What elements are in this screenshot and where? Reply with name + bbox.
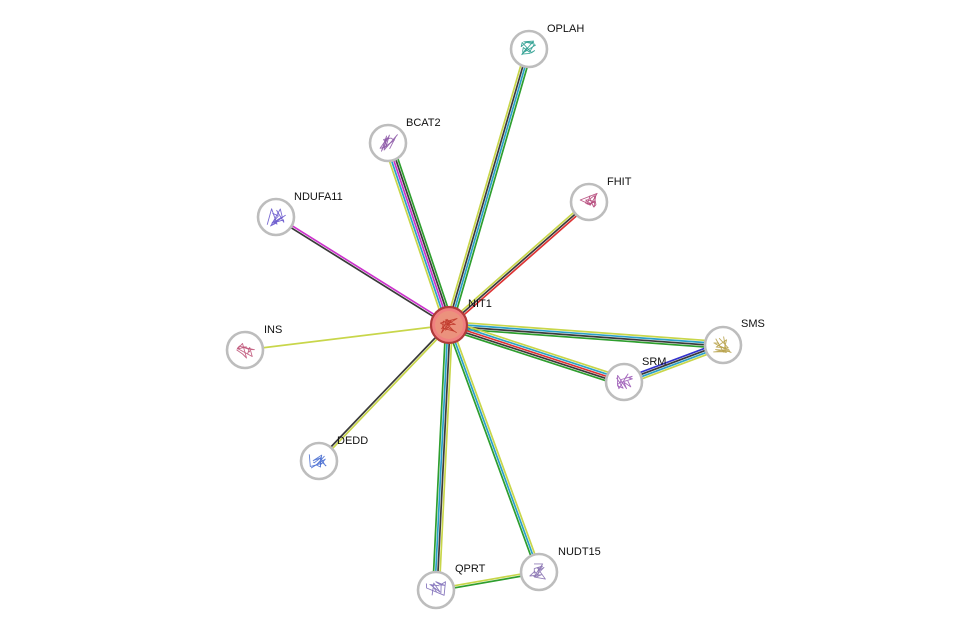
edge-nit1-nudt15[interactable] bbox=[446, 323, 542, 574]
edge-channel bbox=[448, 320, 725, 343]
edge-channel bbox=[385, 142, 448, 327]
node-label: SRM bbox=[642, 356, 666, 368]
edge-channel bbox=[275, 215, 451, 325]
edge-channel bbox=[447, 326, 625, 385]
edge-channel bbox=[244, 324, 450, 351]
edge-channel bbox=[446, 324, 538, 574]
edge-nit1-dedd[interactable] bbox=[317, 323, 451, 463]
edges-layer bbox=[244, 47, 726, 592]
node-fhit[interactable]: FHIT bbox=[569, 176, 632, 222]
edge-channel bbox=[317, 323, 450, 462]
edge-channel bbox=[448, 201, 590, 326]
edge-channel bbox=[450, 323, 542, 573]
edge-channel bbox=[438, 324, 454, 592]
node-circle[interactable] bbox=[416, 570, 456, 610]
protein-structure-icon bbox=[442, 319, 456, 332]
protein-structure-icon bbox=[616, 374, 632, 390]
node-dedd[interactable]: DEDD bbox=[299, 435, 368, 481]
protein-structure-icon bbox=[586, 194, 597, 208]
node-bcat2[interactable]: BCAT2 bbox=[368, 117, 441, 163]
edge-nit1-srm[interactable] bbox=[446, 319, 627, 388]
edge-channel bbox=[446, 328, 624, 388]
node-sms[interactable]: SMS bbox=[703, 318, 765, 365]
edge-nit1-qprt[interactable] bbox=[431, 323, 454, 592]
node-label: NUDT15 bbox=[558, 546, 601, 558]
protein-structure-icon bbox=[520, 41, 536, 55]
node-label: OPLAH bbox=[547, 23, 584, 35]
edge-channel bbox=[436, 324, 451, 591]
node-label: BCAT2 bbox=[406, 117, 441, 129]
protein-structure-icon bbox=[236, 345, 253, 357]
node-circle[interactable] bbox=[225, 330, 265, 370]
protein-structure-icon bbox=[529, 563, 544, 578]
protein-structure-icon bbox=[379, 137, 395, 149]
protein-structure-icon bbox=[308, 454, 327, 468]
node-circle[interactable] bbox=[299, 441, 339, 481]
node-srm[interactable]: SRM bbox=[604, 356, 666, 402]
protein-structure-icon bbox=[440, 318, 458, 334]
node-label: NIT1 bbox=[468, 298, 492, 310]
edge-channel bbox=[449, 319, 627, 379]
edge-channel bbox=[387, 142, 450, 326]
node-nudt15[interactable]: NUDT15 bbox=[519, 546, 601, 592]
edge-channel bbox=[448, 323, 724, 345]
edge-channel bbox=[318, 324, 451, 463]
edge-channel bbox=[431, 323, 447, 591]
edge-channel bbox=[446, 199, 589, 325]
node-label: DEDD bbox=[337, 435, 368, 447]
edge-channel bbox=[391, 140, 455, 325]
node-ins[interactable]: INS bbox=[225, 324, 282, 370]
node-circle[interactable] bbox=[368, 123, 408, 163]
node-highlight bbox=[435, 311, 463, 339]
node-label: FHIT bbox=[607, 176, 632, 188]
protein-structure-icon bbox=[533, 565, 546, 580]
protein-structure-icon bbox=[271, 209, 285, 224]
node-label: QPRT bbox=[455, 563, 486, 575]
protein-structure-icon bbox=[310, 454, 326, 469]
node-oplah[interactable]: OPLAH bbox=[509, 23, 584, 69]
edge-channel bbox=[448, 322, 626, 381]
edge-channel bbox=[389, 141, 452, 326]
edge-nit1-bcat2[interactable] bbox=[382, 140, 455, 328]
edge-channel bbox=[449, 48, 531, 327]
edge-channel bbox=[274, 217, 450, 327]
edge-channel bbox=[447, 47, 529, 326]
node-label: SMS bbox=[741, 318, 765, 330]
edge-channel bbox=[447, 327, 724, 350]
edge-nit1-ndufa11[interactable] bbox=[274, 215, 451, 327]
node-circle[interactable] bbox=[703, 325, 743, 365]
edge-channel bbox=[448, 325, 724, 347]
edge-channel bbox=[382, 143, 446, 328]
edge-channel bbox=[448, 324, 540, 573]
node-ndufa11[interactable]: NDUFA11 bbox=[256, 191, 343, 237]
edge-nit1-fhit[interactable] bbox=[446, 199, 592, 328]
edge-nit1-sms[interactable] bbox=[447, 320, 725, 350]
edge-channel bbox=[451, 49, 534, 327]
edge-channel bbox=[434, 324, 449, 591]
node-circle[interactable] bbox=[569, 182, 609, 222]
node-label: NDUFA11 bbox=[294, 191, 343, 203]
edge-channel bbox=[449, 202, 592, 328]
edge-channel bbox=[448, 324, 625, 383]
node-qprt[interactable]: QPRT bbox=[416, 563, 486, 610]
edge-nit1-ins[interactable] bbox=[244, 324, 450, 351]
protein-structure-icon bbox=[715, 337, 731, 353]
edge-channel bbox=[444, 47, 527, 325]
protein-structure-icon bbox=[429, 582, 441, 596]
node-label: INS bbox=[264, 324, 282, 336]
protein-structure-icon bbox=[617, 373, 633, 390]
node-nit1[interactable]: NIT1 bbox=[429, 298, 492, 345]
edge-nit1-oplah[interactable] bbox=[444, 47, 534, 327]
protein-structure-icon bbox=[381, 134, 398, 152]
